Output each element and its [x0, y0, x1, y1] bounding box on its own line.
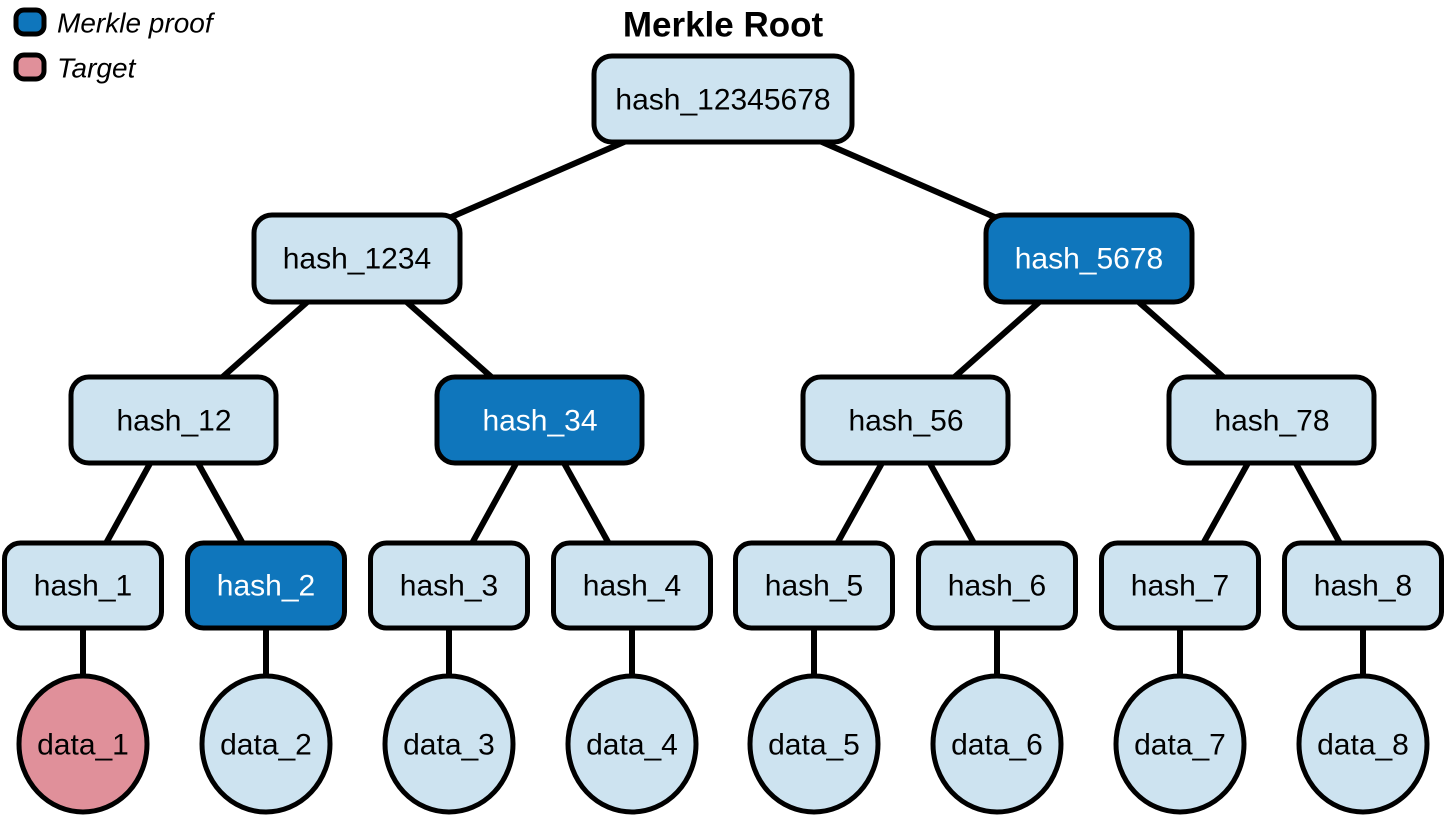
- node-hash-4-box: [551, 540, 713, 631]
- node-hash-1: hash_1: [2, 540, 164, 631]
- node-hash-34-box: [434, 374, 645, 466]
- leaf-data-5-label: data_5: [768, 729, 860, 762]
- node-hash-12-label: hash_12: [116, 405, 231, 438]
- diagram-title: Merkle Root: [623, 6, 824, 45]
- node-hash-8-box: [1282, 540, 1444, 631]
- leaf-data-4-circle: [565, 673, 699, 815]
- leaf-data-2-circle: [199, 673, 333, 815]
- leaf-data-6-circle: [930, 673, 1064, 815]
- node-hash-5-label: hash_5: [765, 570, 863, 603]
- legend: Merkle proof Target: [13, 7, 216, 84]
- leaf-data-3-circle: [382, 673, 516, 815]
- leaf-data-8-circle: [1296, 673, 1430, 815]
- leaf-data-1-label: data_1: [37, 729, 129, 762]
- node-hash-6-label: hash_6: [948, 570, 1046, 603]
- node-hash-5678-box: [983, 212, 1195, 305]
- node-hash-5678: hash_5678: [983, 212, 1195, 305]
- node-hash-56-box: [800, 374, 1011, 466]
- legend-label-merkle-proof: Merkle proof: [57, 8, 216, 39]
- leaf-data-2: data_2: [199, 673, 333, 815]
- node-hash-7-label: hash_7: [1131, 570, 1229, 603]
- leaf-data-8-label: data_8: [1317, 729, 1409, 762]
- target-swatch-icon: [13, 52, 47, 82]
- node-hash-7-box: [1099, 540, 1261, 631]
- leaf-data-6: data_6: [930, 673, 1064, 815]
- node-hash-34-label: hash_34: [482, 405, 597, 438]
- node-hash-4: hash_4: [551, 540, 713, 631]
- node-hash-5678-label: hash_5678: [1015, 243, 1163, 276]
- leaf-data-3-label: data_3: [403, 729, 495, 762]
- node-hash-3-label: hash_3: [400, 570, 498, 603]
- node-hash-3-box: [368, 540, 530, 631]
- leaf-data-2-label: data_2: [220, 729, 312, 762]
- leaf-data-7: data_7: [1113, 673, 1247, 815]
- node-root: hash_12345678: [591, 53, 855, 145]
- leaf-data-1-circle: [16, 673, 150, 815]
- node-root-box: [591, 53, 855, 145]
- node-hash-34: hash_34: [434, 374, 645, 466]
- node-hash-12-box: [68, 374, 279, 466]
- node-hash-1234: hash_1234: [251, 212, 463, 305]
- node-hash-56: hash_56: [800, 374, 1011, 466]
- node-hash-2-label: hash_2: [217, 570, 315, 603]
- node-hash-7: hash_7: [1099, 540, 1261, 631]
- node-hash-78-label: hash_78: [1214, 405, 1329, 438]
- leaf-data-5: data_5: [747, 673, 881, 815]
- node-hash-2: hash_2: [185, 540, 347, 631]
- node-hash-2-box: [185, 540, 347, 631]
- node-hash-8: hash_8: [1282, 540, 1444, 631]
- node-hash-8-label: hash_8: [1314, 570, 1412, 603]
- node-hash-12: hash_12: [68, 374, 279, 466]
- leaf-data-8: data_8: [1296, 673, 1430, 815]
- node-root-label: hash_12345678: [615, 84, 830, 117]
- node-hash-6: hash_6: [916, 540, 1078, 631]
- leaf-data-3: data_3: [382, 673, 516, 815]
- node-hash-56-label: hash_56: [848, 405, 963, 438]
- node-hash-4-label: hash_4: [583, 570, 681, 603]
- node-hash-78-box: [1166, 374, 1377, 466]
- node-hash-1-label: hash_1: [34, 570, 132, 603]
- leaf-data-1: data_1: [16, 673, 150, 815]
- node-hash-1234-box: [251, 212, 463, 305]
- leaf-data-5-circle: [747, 673, 881, 815]
- legend-label-target: Target: [57, 53, 137, 84]
- leaf-data-4: data_4: [565, 673, 699, 815]
- leaf-data-4-label: data_4: [586, 729, 678, 762]
- node-hash-5-box: [733, 540, 895, 631]
- node-hash-3: hash_3: [368, 540, 530, 631]
- node-hash-78: hash_78: [1166, 374, 1377, 466]
- node-hash-1-box: [2, 540, 164, 631]
- merkle-proof-swatch-icon: [13, 7, 47, 37]
- node-hash-6-box: [916, 540, 1078, 631]
- leaf-data-7-label: data_7: [1134, 729, 1226, 762]
- leaf-data-7-circle: [1113, 673, 1247, 815]
- leaf-data-6-label: data_6: [951, 729, 1043, 762]
- node-hash-5: hash_5: [733, 540, 895, 631]
- node-hash-1234-label: hash_1234: [283, 243, 431, 276]
